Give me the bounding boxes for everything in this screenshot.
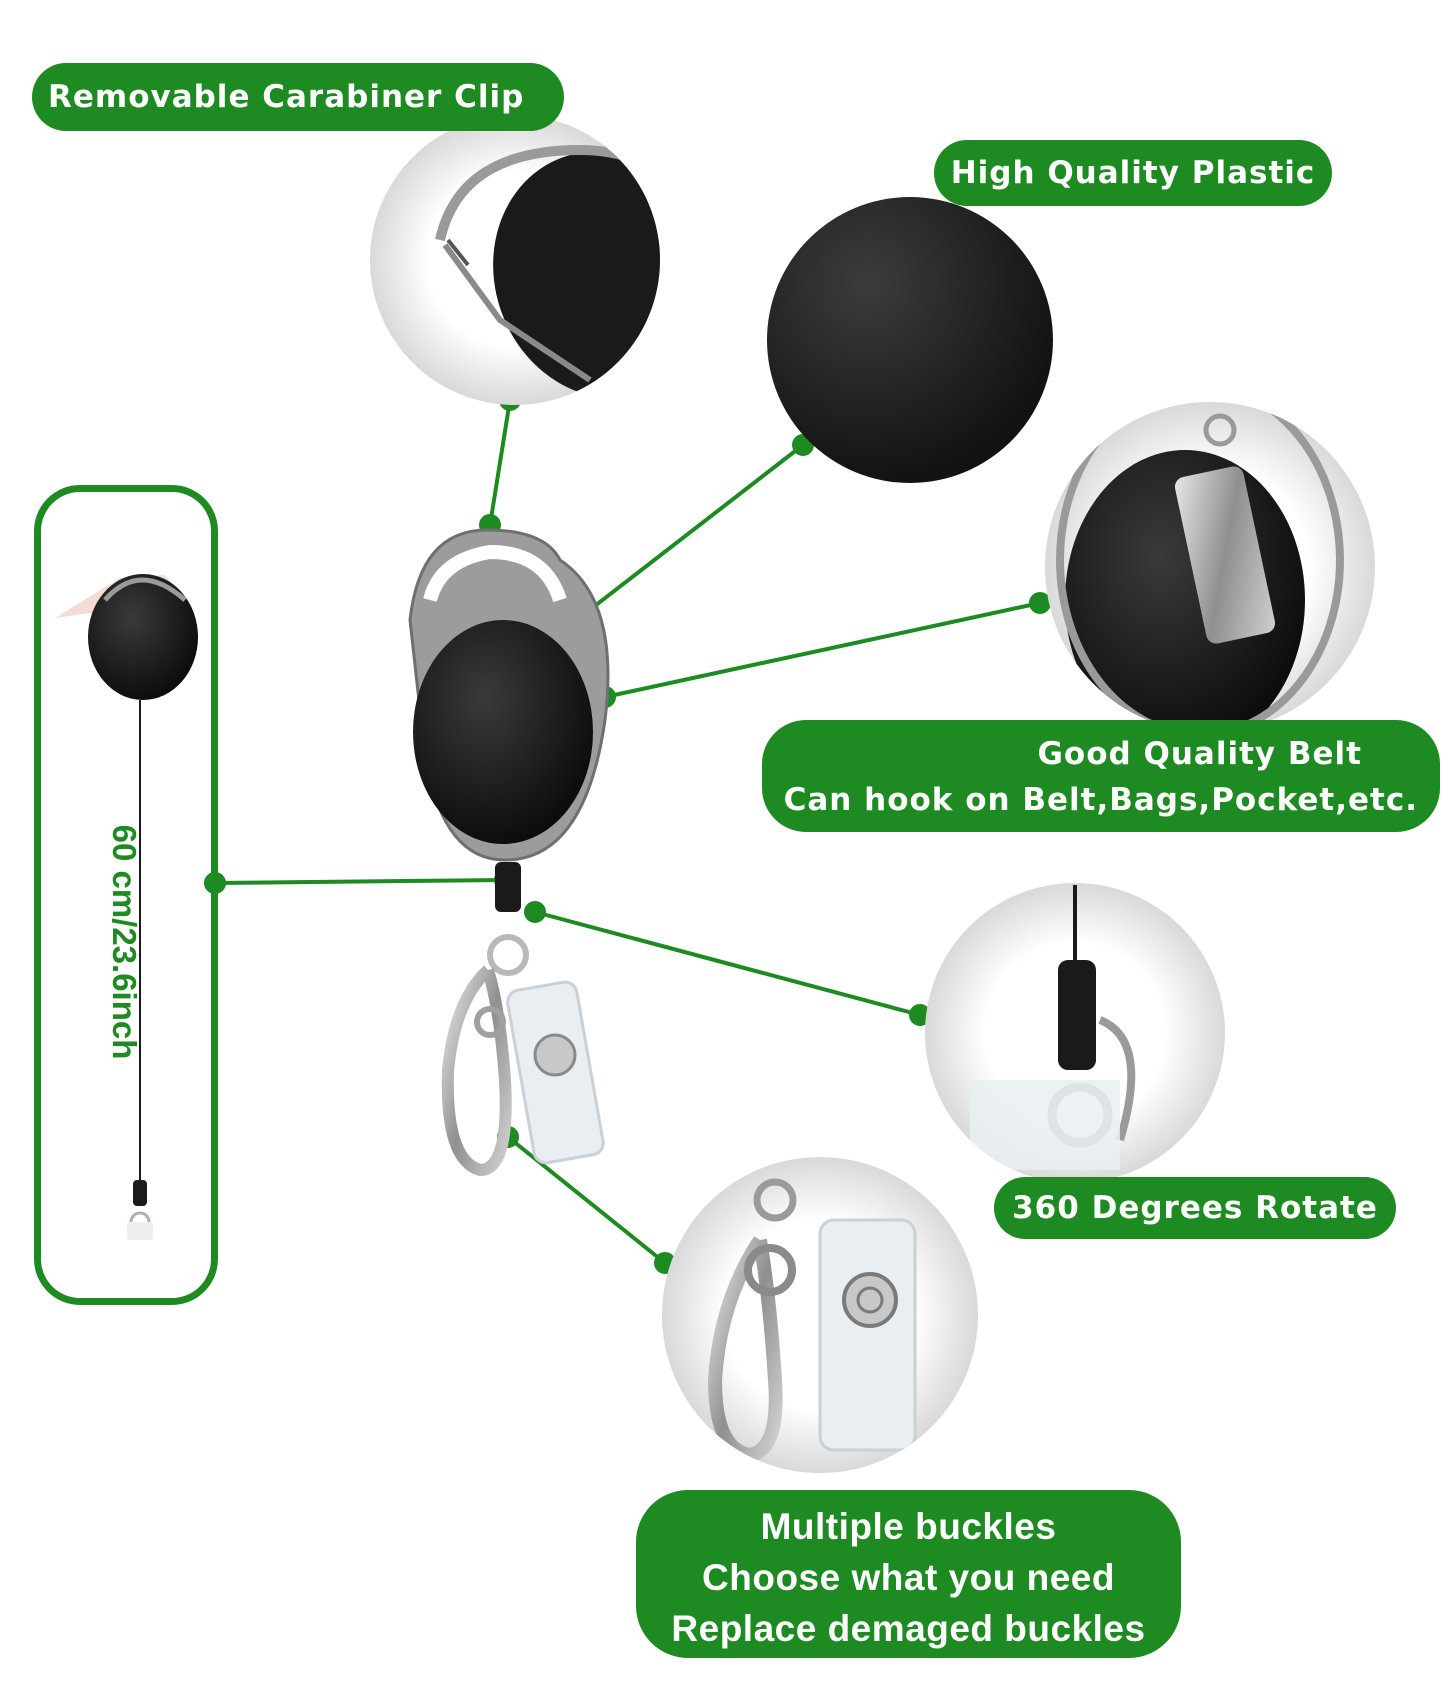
rotate-label: 360 Degrees Rotate xyxy=(994,1177,1396,1239)
connector-belt xyxy=(604,601,1041,699)
buckles-label-line-1: Multiple buckles xyxy=(760,1506,1057,1547)
plastic-texture-photo xyxy=(767,197,1053,483)
buckles-label-line-2: Choose what you need xyxy=(702,1557,1115,1598)
rotate-joint-photo xyxy=(925,883,1225,1183)
belt-clip-photo xyxy=(1045,402,1375,732)
carabiner-closeup-photo xyxy=(370,115,660,405)
belt-label-line-1: Good Quality Belt xyxy=(1037,736,1362,772)
cord-length-frame xyxy=(34,485,218,1305)
connector-dot xyxy=(1029,592,1051,614)
carabiner-clip-label: Removable Carabiner Clip xyxy=(32,63,564,131)
buckles-photo xyxy=(662,1157,978,1473)
badge-reel-photo xyxy=(408,528,610,1177)
connector-carabiner xyxy=(488,399,512,526)
extended-cord-photo xyxy=(55,574,198,1240)
cord-length-label: 60 cm/23.6inch xyxy=(106,824,143,1060)
buckles-label-line-3: Replace demaged buckles xyxy=(671,1608,1146,1649)
connector-length xyxy=(214,878,506,885)
connector-buckles xyxy=(506,1135,667,1265)
connector-rotate xyxy=(534,910,921,1017)
connector-dot xyxy=(524,901,546,923)
high-quality-plastic-label: High Quality Plastic xyxy=(934,140,1332,206)
connector-dot xyxy=(792,434,814,456)
belt-clip-label: Good Quality Belt Can hook on Belt,Bags,… xyxy=(762,720,1440,832)
belt-label-line-2: Can hook on Belt,Bags,Pocket,etc. xyxy=(783,782,1418,818)
buckles-label: Multiple buckles Choose what you need Re… xyxy=(636,1490,1181,1658)
